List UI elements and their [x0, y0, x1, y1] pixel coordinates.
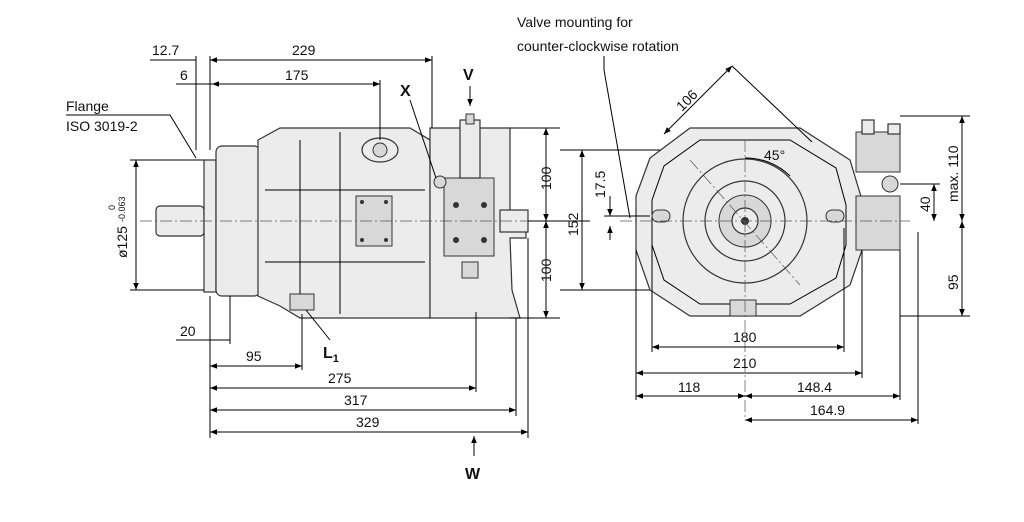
dim-100-upper: 100 [538, 166, 554, 190]
bolt [384, 200, 388, 204]
dim-45-degrees: 45° [764, 147, 785, 163]
side-view: 12.7 229 6 175 Flange ISO 3019-2 ø125 0 … [66, 42, 700, 483]
valve-cap [465, 113, 475, 125]
dim-106: 106 [673, 86, 701, 114]
mount-slot-right [825, 209, 845, 223]
dim-317: 317 [344, 392, 368, 408]
dim-line [663, 65, 733, 135]
dim-diameter-125: ø125 [114, 226, 130, 258]
front-housing-inner [651, 139, 847, 305]
bolt [384, 238, 388, 242]
dim-148-4: 148.4 [797, 379, 832, 395]
dim-diameter-tol-upper: 0 [107, 205, 117, 210]
ext-line [731, 65, 813, 143]
dim-100-lower: 100 [538, 258, 554, 282]
valve-stem [459, 119, 481, 179]
dim-275: 275 [328, 370, 352, 386]
valve-leader [603, 56, 631, 219]
housing-ribs [265, 132, 425, 314]
valve-mounting-label: Valve mounting for [517, 14, 633, 30]
port-l1-boss [289, 293, 315, 311]
angle-arc [744, 157, 791, 177]
front-control-valve [855, 131, 901, 173]
port-x-leader [409, 99, 437, 179]
port-x-fitting [433, 175, 447, 189]
dim-6: 6 [180, 67, 188, 83]
dim-95: 95 [246, 348, 262, 364]
dim-max-110: max. 110 [945, 145, 961, 202]
dim-20: 20 [180, 323, 196, 339]
port-l1-label: L1 [323, 345, 339, 365]
dim-164-9: 164.9 [810, 402, 845, 418]
valve-body [855, 195, 901, 251]
dim-95-right: 95 [945, 274, 961, 290]
pump-housing [257, 127, 431, 319]
valve-rotation-label: counter-clockwise rotation [517, 38, 679, 54]
valve-plug [461, 261, 479, 279]
port-x-hole [372, 142, 388, 158]
dim-40: 40 [917, 196, 933, 212]
dim-180: 180 [733, 329, 757, 345]
port-v-label: V [463, 67, 474, 84]
port-l1-leader [305, 309, 331, 341]
flange-leader [66, 114, 197, 159]
dim-229: 229 [292, 42, 316, 58]
valve-knob [881, 175, 899, 193]
dim-118: 118 [678, 379, 701, 395]
port-w-label: W [465, 466, 481, 483]
front-diag-centerline [689, 159, 801, 286]
mounting-flange [203, 159, 217, 293]
front-view: Valve mounting for counter-clockwise rot… [517, 14, 970, 424]
flange-standard-label: ISO 3019-2 [66, 118, 138, 134]
mount-slot-left [651, 209, 671, 223]
dim-12-7: 12.7 [152, 42, 179, 58]
dim-152: 152 [565, 212, 581, 236]
bolt [360, 200, 364, 204]
valve-screw [861, 119, 875, 135]
dim-17-5: 17.5 [592, 171, 608, 198]
bolt [453, 202, 459, 208]
bolt [360, 238, 364, 242]
dim-175: 175 [285, 67, 309, 83]
bottom-port [729, 299, 757, 317]
bolt [481, 237, 487, 243]
bolt [453, 237, 459, 243]
bolt [481, 202, 487, 208]
flange-label: Flange [66, 98, 109, 114]
dim-329: 329 [356, 414, 380, 430]
dim-210: 210 [733, 355, 757, 371]
control-valve [443, 177, 495, 257]
dim-diameter-tol-lower: -0.063 [117, 196, 127, 222]
port-x-label: X [400, 83, 411, 100]
valve-screw [887, 123, 901, 135]
